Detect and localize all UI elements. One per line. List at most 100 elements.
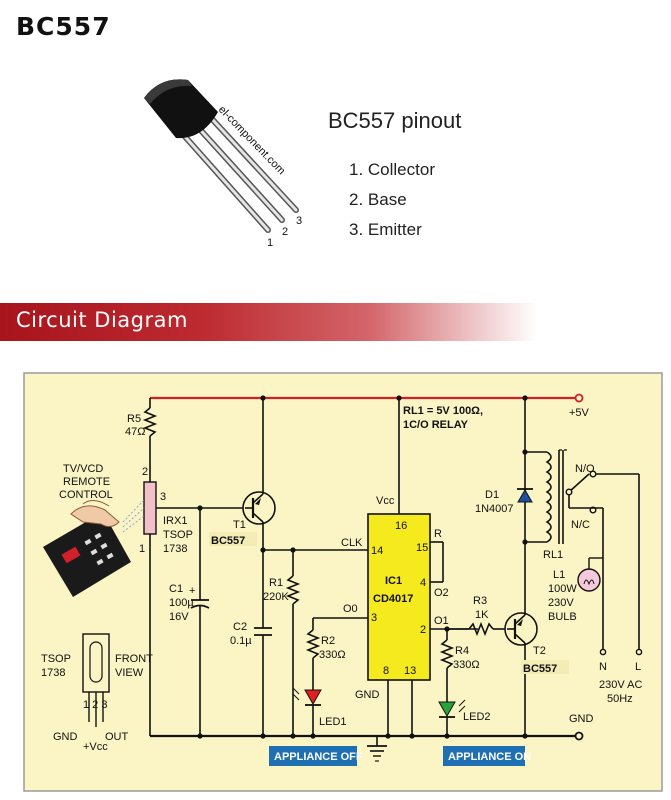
appliance-off-label: APPLIANCE OFF xyxy=(274,751,363,763)
tsop-gnd-label: GND xyxy=(53,731,78,743)
svg-text:+: + xyxy=(189,585,195,597)
junction xyxy=(260,733,266,739)
rl1-note-line2: 1C/O RELAY xyxy=(403,419,469,431)
l1-watt: 100W xyxy=(548,583,577,595)
tsop-pin-numbers: 1 2 3 xyxy=(83,699,107,711)
rl1-note-line1: RL1 = 5V 100Ω, xyxy=(403,405,483,417)
tsop-vcc-label: +Vcc xyxy=(83,741,108,753)
page-title: BC557 xyxy=(16,12,111,41)
d1-type: 1N4007 xyxy=(475,503,514,515)
leg-number-1: 1 xyxy=(267,237,273,249)
r4-name: R4 xyxy=(455,645,469,657)
ic-pin-15: 15 xyxy=(416,542,428,554)
section-banner: Circuit Diagram xyxy=(0,303,671,341)
l1-name: L1 xyxy=(553,569,565,581)
tsop-front-view xyxy=(82,633,110,727)
r1-resistor xyxy=(285,550,301,736)
r5-value: 47Ω xyxy=(125,426,145,438)
c1-name: C1 xyxy=(169,583,183,595)
t1-type-highlight xyxy=(209,532,257,546)
c2-capacitor xyxy=(254,550,272,736)
no-contact-label: N/O xyxy=(575,463,595,475)
t1-type: BC557 xyxy=(211,535,245,547)
ic-pin-r: R xyxy=(434,528,442,540)
r1-value: 220K xyxy=(263,591,289,603)
c2-value: 0.1µ xyxy=(230,635,252,647)
r2-name: R2 xyxy=(321,635,335,647)
led2-label: LED2 xyxy=(463,711,491,723)
ground-symbol xyxy=(367,736,387,762)
junction xyxy=(522,733,528,739)
relay-contacts xyxy=(565,470,640,650)
r3-value: 1K xyxy=(475,609,489,621)
pin-item-emitter: 3. Emitter xyxy=(349,220,422,239)
r5-resistor xyxy=(142,398,158,482)
junction xyxy=(396,395,402,401)
ic-pin-8: 8 xyxy=(383,665,389,677)
t2-type: BC557 xyxy=(523,663,557,675)
ic1-cd4017 xyxy=(367,398,478,736)
irx1-sensor xyxy=(143,481,157,535)
remote-label-2: REMOTE xyxy=(63,476,110,488)
transistor-legs xyxy=(169,103,299,233)
ac-label-1: 230V AC xyxy=(599,679,642,691)
junction xyxy=(197,505,203,511)
junction xyxy=(260,395,266,401)
appliance-on-box xyxy=(443,746,525,766)
circuit-diagram: +5V GND R5 47Ω 2 1 3 IRX1 TSOP 1738 xyxy=(23,372,663,792)
t2-name: T2 xyxy=(533,645,546,657)
t2-type-highlight xyxy=(521,660,569,674)
c2-name: C2 xyxy=(233,621,247,633)
leg-number-3: 3 xyxy=(296,215,302,227)
l1-bulb xyxy=(577,557,603,592)
d1-name: D1 xyxy=(485,489,499,501)
tsop-label-2: 1738 xyxy=(41,667,65,679)
irx1-label-2: TSOP xyxy=(163,529,193,541)
ic-o2-label: O2 xyxy=(434,587,449,599)
tsop-label-1: TSOP xyxy=(41,653,71,665)
led1-label: LED1 xyxy=(319,716,347,728)
r2-value: 330Ω xyxy=(319,649,346,661)
ic-name: IC1 xyxy=(385,575,402,587)
ic-pin-16: 16 xyxy=(395,520,407,532)
nc-contact-label: N/C xyxy=(571,519,590,531)
junction xyxy=(409,733,415,739)
irx1-pin-1: 1 xyxy=(139,543,145,555)
ic-pin-4: 4 xyxy=(420,577,426,589)
rl1-label: RL1 xyxy=(543,549,563,561)
ic-pin-2: 2 xyxy=(420,624,426,636)
gnd-terminal xyxy=(574,731,584,741)
bc557-transistor-illustration: el-component.com 1 2 3 xyxy=(144,79,302,249)
section-banner-text: Circuit Diagram xyxy=(16,308,188,332)
l1-type: BULB xyxy=(548,611,577,623)
l-terminal xyxy=(635,648,643,656)
junction xyxy=(522,395,528,401)
tsop-out-label: OUT xyxy=(105,731,129,743)
irx1-pin-2: 2 xyxy=(142,466,148,478)
r4-value: 330Ω xyxy=(453,659,480,671)
led1-red xyxy=(292,687,322,736)
ic-pin-3: 3 xyxy=(371,612,377,624)
n-terminal xyxy=(599,648,607,656)
ic-clk-label: CLK xyxy=(341,537,363,549)
ic-pin-14: 14 xyxy=(371,545,383,557)
n-label: N xyxy=(599,661,607,673)
ic-o0-label: O0 xyxy=(343,603,358,615)
junction xyxy=(310,733,316,739)
transistor-body xyxy=(144,79,218,139)
front-view-label-2: VIEW xyxy=(115,667,144,679)
plus5v-label: +5V xyxy=(569,407,590,419)
r5-name: R5 xyxy=(127,413,141,425)
ic-type: CD4017 xyxy=(373,593,413,605)
front-view-label-1: FRONT xyxy=(115,653,153,665)
pin-item-base: 2. Base xyxy=(349,190,407,209)
plus5v-terminal xyxy=(574,393,584,403)
c1-value: 100µ xyxy=(169,597,194,609)
t1-transistor xyxy=(242,398,276,550)
junction xyxy=(290,733,296,739)
irx1-label-1: IRX1 xyxy=(163,515,187,527)
r4-resistor xyxy=(439,629,455,702)
gnd-label: GND xyxy=(569,713,594,725)
ic-vcc-label: Vcc xyxy=(376,495,395,507)
r2-resistor xyxy=(305,617,368,690)
